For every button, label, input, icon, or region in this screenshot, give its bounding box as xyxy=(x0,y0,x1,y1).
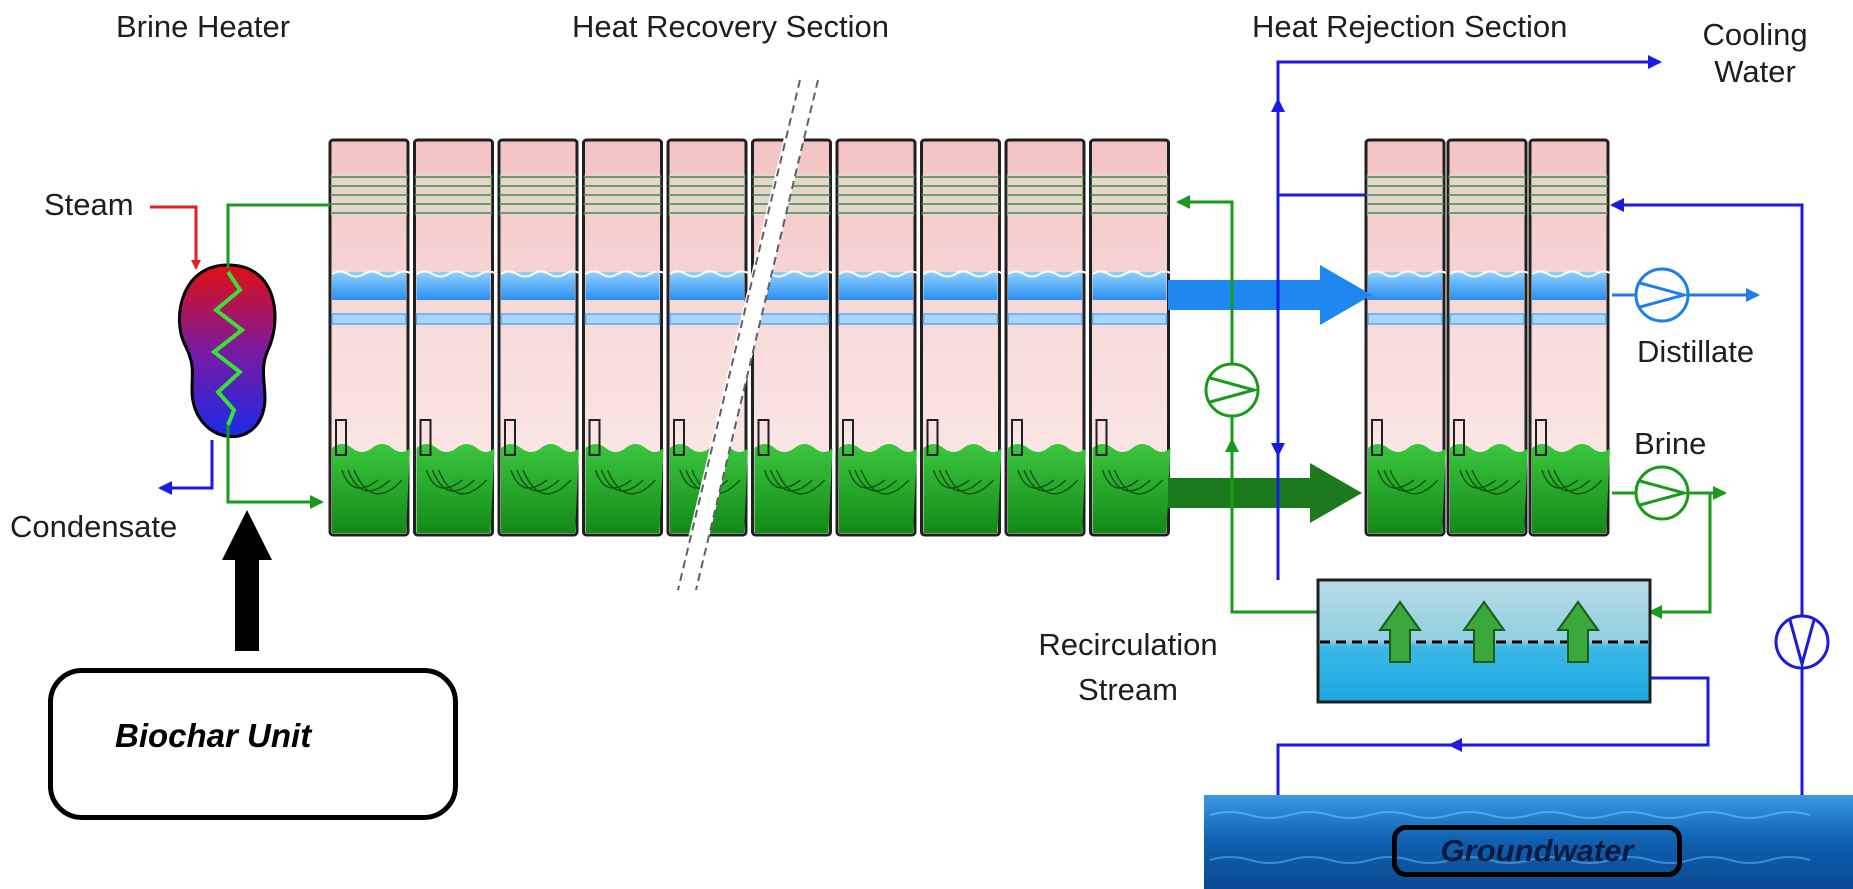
brine-heater-label: Brine Heater xyxy=(116,9,291,44)
tank-up-arrow xyxy=(1462,600,1506,663)
recovery-stage xyxy=(751,138,836,537)
distillate-pump-icon xyxy=(1634,267,1690,323)
biochar-unit-box xyxy=(48,668,458,820)
recirculation-label-line2: Stream xyxy=(1078,672,1178,708)
recirculation-stream-label: Recirculation Stream xyxy=(1018,626,1238,708)
rejection-stage xyxy=(1528,138,1613,537)
recovery-stage xyxy=(920,138,1005,537)
rejection-stage xyxy=(1364,138,1449,537)
biochar-arrow xyxy=(222,510,272,651)
condensate-label: Condensate xyxy=(10,509,178,544)
heat-recovery-stages xyxy=(328,138,1174,537)
recovery-stage xyxy=(497,138,582,537)
brine-flow-arrow xyxy=(1168,463,1362,523)
section-break-lines xyxy=(676,77,819,593)
groundwater-intake-line xyxy=(1610,198,1804,795)
distillate-flow-arrow xyxy=(1168,265,1372,325)
cooling-label-line1: Cooling xyxy=(1702,17,1808,52)
brine-to-tank-line xyxy=(1648,493,1712,619)
rejection-stage xyxy=(1446,138,1531,537)
recovery-stage xyxy=(582,138,667,537)
recirculation-pump-icon xyxy=(1204,362,1260,418)
recirculation-label-line1: Recirculation xyxy=(1038,627,1218,662)
groundwater-pump-icon xyxy=(1774,614,1830,670)
tank-up-arrow xyxy=(1556,600,1600,663)
cooling-water-label: Cooling Water xyxy=(1690,16,1820,90)
brine-pump-icon xyxy=(1634,465,1690,521)
recovery-stage xyxy=(835,138,920,537)
heater-to-brine-line xyxy=(226,425,324,509)
biochar-unit-label: Biochar Unit xyxy=(115,717,312,754)
recovery-stage xyxy=(328,138,413,537)
recovery-stage xyxy=(1004,138,1089,537)
cooling-water-out-line xyxy=(1276,55,1662,580)
recovery-stage xyxy=(413,138,498,537)
heat-rejection-stages xyxy=(1364,138,1613,537)
tank-to-groundwater-line xyxy=(1276,743,1460,795)
heat-rejection-section-label: Heat Rejection Section xyxy=(1252,9,1568,44)
steam-label: Steam xyxy=(44,187,134,222)
heat-recovery-section-label: Heat Recovery Section xyxy=(572,9,890,44)
tank-drain-line xyxy=(1448,676,1710,752)
distillate-label: Distillate xyxy=(1637,334,1755,369)
recirculation-tank xyxy=(1316,578,1652,704)
heater-to-tubes-line xyxy=(226,203,330,268)
tank-up-arrow xyxy=(1378,600,1422,663)
condensate-line xyxy=(158,440,214,495)
brine-heater xyxy=(177,263,277,438)
steam-line xyxy=(150,205,201,270)
brine-label: Brine xyxy=(1634,426,1707,461)
cooling-label-line2: Water xyxy=(1714,54,1796,90)
groundwater-label: Groundwater xyxy=(1392,825,1682,877)
recovery-stage xyxy=(1089,138,1174,537)
